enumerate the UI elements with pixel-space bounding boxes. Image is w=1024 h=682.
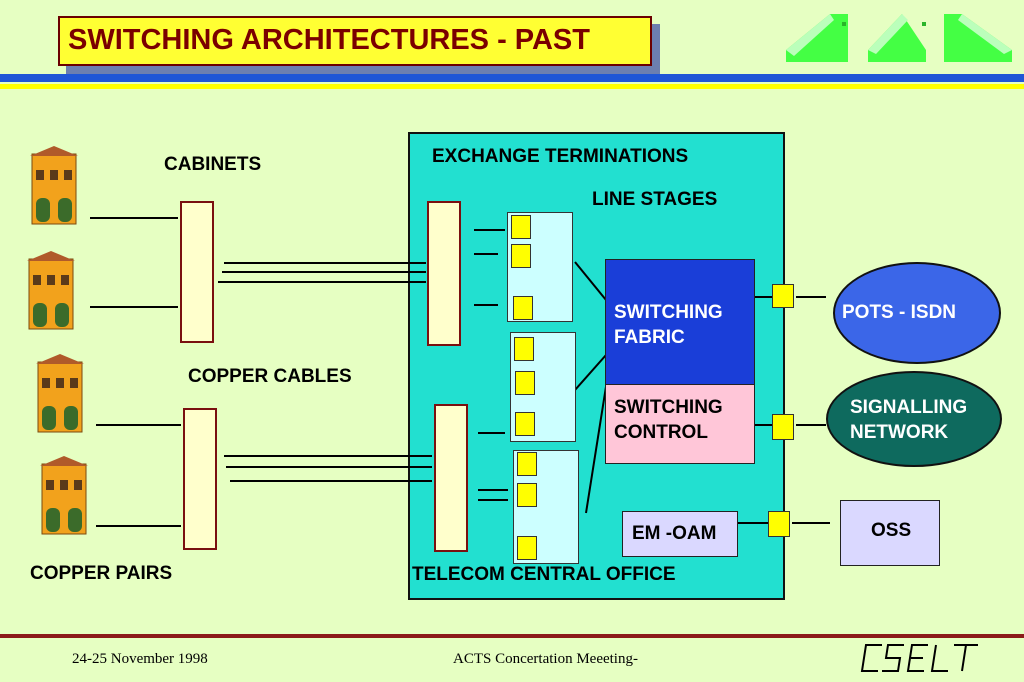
copper-pairs-label: COPPER PAIRS: [30, 563, 173, 584]
signalling-label-line1: SIGNALLING: [850, 397, 968, 418]
port: [513, 296, 533, 320]
switching-fabric-label-line1: SWITCHING: [614, 302, 723, 323]
pots-isdn-ellipse: POTS - ISDN: [833, 262, 1001, 364]
slide-title: SWITCHING ARCHITECTURES - PAST: [68, 24, 590, 56]
cabinet-panel-lower: [183, 408, 217, 550]
cabinet-panel-upper: [180, 201, 214, 343]
footer-date: 24-25 November 1998: [72, 651, 208, 667]
building-icon: [36, 354, 84, 433]
port: [517, 483, 537, 507]
port: [768, 511, 790, 537]
arrows-logo-icon: [786, 14, 1012, 62]
port: [517, 536, 537, 560]
oss-block: OSS: [840, 500, 940, 566]
building-icon: [40, 456, 88, 535]
switching-control-label-line1: SWITCHING: [614, 397, 723, 418]
cselt-logo-icon: [860, 644, 978, 672]
signalling-label-line2: NETWORK: [850, 422, 949, 443]
line-stages-label: LINE STAGES: [592, 189, 718, 210]
telecom-central-office-label: TELECOM CENTRAL OFFICE: [412, 564, 676, 585]
exchange-termination-panel-upper: [427, 201, 461, 346]
oss-label: OSS: [871, 520, 912, 541]
em-oam-label: EM -OAM: [632, 523, 717, 544]
footer-meeting: ACTS Concertation Meeeting-: [453, 651, 638, 667]
switching-fabric-block: SWITCHING FABRIC: [605, 259, 755, 385]
exchange-terminations-label: EXCHANGE TERMINATIONS: [432, 146, 689, 167]
switching-control-block: SWITCHING CONTROL: [605, 384, 755, 464]
copper-cables-label: COPPER CABLES: [188, 366, 352, 387]
port: [517, 452, 537, 476]
cabinets-label: CABINETS: [164, 154, 262, 175]
pots-isdn-label: POTS - ISDN: [842, 302, 957, 323]
header-rule-yellow: [0, 84, 1024, 89]
footer-rule: [0, 634, 1024, 638]
building-icon: [30, 146, 78, 225]
switching-fabric-label-line2: FABRIC: [614, 327, 685, 348]
switching-control-label-line2: CONTROL: [614, 422, 708, 443]
exchange-termination-panel-lower: [434, 404, 468, 552]
title-box: SWITCHING ARCHITECTURES - PAST: [58, 16, 652, 66]
port: [515, 412, 535, 436]
port: [514, 337, 534, 361]
port: [772, 284, 794, 308]
port: [511, 244, 531, 268]
building-icon: [27, 251, 75, 330]
port: [511, 215, 531, 239]
port: [515, 371, 535, 395]
port: [772, 414, 794, 440]
header-rule-blue: [0, 74, 1024, 82]
em-oam-block: EM -OAM: [622, 511, 738, 557]
signalling-network-ellipse: SIGNALLING NETWORK: [826, 371, 1002, 467]
